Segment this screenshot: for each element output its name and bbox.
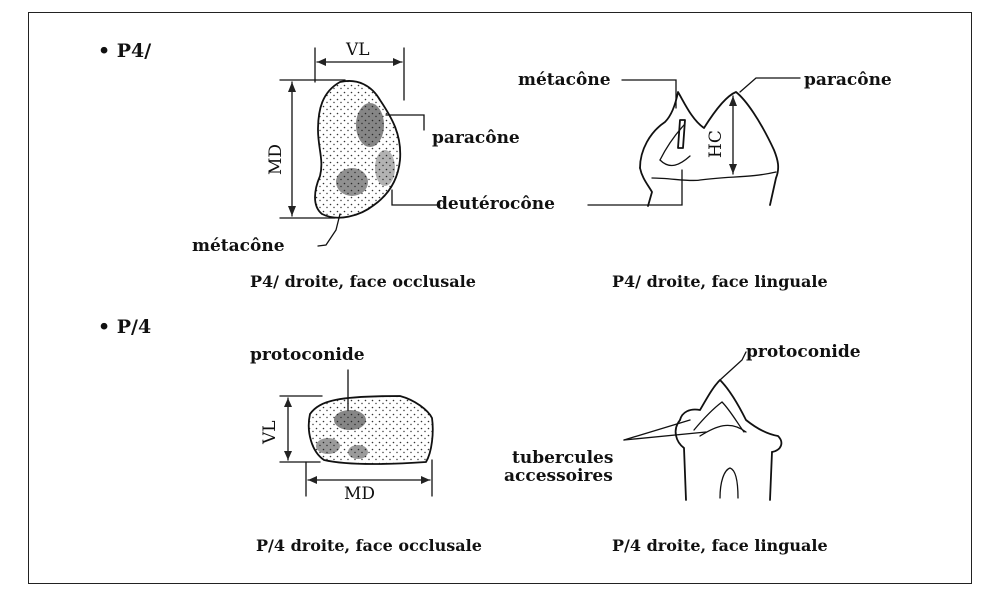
hc-arrow-top [729, 96, 737, 106]
lower-root-canal [719, 467, 739, 499]
lower-md-arrow-left [308, 476, 317, 484]
lower-dim-vl: VL [260, 420, 280, 444]
paracone-shading [356, 103, 384, 147]
lingual-label-paracone: paracône [804, 70, 892, 90]
paracone-leader [385, 114, 425, 131]
upper-label-metacone: métacône [192, 236, 285, 256]
caption-lower-occlusal: P/4 droite, face occlusale [256, 536, 482, 555]
lower-root-left [674, 419, 687, 501]
upper-cervical-line [651, 171, 777, 182]
md-arrow-bottom [288, 206, 296, 216]
lower-crown-outline [679, 379, 783, 453]
label-tubercules: tubercules [512, 448, 614, 468]
deuterocone-leader [391, 189, 441, 206]
upper-metacone-ridge [659, 124, 685, 161]
lower-vl-arrow-top [284, 398, 292, 407]
lingual-deuterocone-leader [587, 169, 683, 206]
lower-occlusal-drawing [279, 369, 434, 497]
upper-inner-ridge [659, 155, 691, 167]
metacone-shading [336, 168, 368, 196]
upper-metacone-mark [677, 119, 686, 149]
caption-upper-lingual: P4/ droite, face linguale [612, 272, 828, 291]
section-title-lower: • P/4 [98, 316, 152, 338]
lower-shading-left [316, 438, 340, 454]
tubercule-leader-1 [623, 419, 691, 441]
vl-arrow-right [393, 58, 402, 66]
protoconide-shading [334, 410, 366, 430]
upper-dim-vl: VL [346, 40, 370, 60]
lingual-label-metacone: métacône [518, 70, 611, 90]
metacone-leader [317, 213, 341, 247]
md-arrow-top [288, 82, 296, 92]
section-title-upper: • P4/ [98, 40, 152, 62]
lower-lingual-drawing [623, 351, 783, 501]
lower-protoconide-leader [719, 351, 747, 381]
lower-md-arrow-right [421, 476, 430, 484]
lower-vl-arrow-bottom [284, 451, 292, 460]
hc-arrow-bottom [729, 164, 737, 174]
lower-lingual-label-protoconide: protoconide [746, 342, 861, 362]
caption-upper-occlusal: P4/ droite, face occlusale [250, 272, 476, 291]
vl-arrow-left [317, 58, 326, 66]
upper-lingual-drawing [587, 77, 801, 207]
tubercule-leader-2 [623, 431, 707, 441]
lower-ridge-2 [699, 424, 747, 437]
lingual-paracone-leader [739, 77, 801, 93]
label-accessoires: accessoires [504, 466, 613, 486]
deuterocone-shading [375, 150, 395, 186]
upper-label-paracone: paracône [432, 128, 520, 148]
upper-tooth-outline [314, 80, 402, 219]
upper-occlusal-drawing [279, 47, 441, 247]
lower-inner-ridge [693, 401, 745, 433]
caption-lower-lingual: P/4 droite, face linguale [612, 536, 828, 555]
upper-dim-md: MD [266, 143, 286, 175]
upper-label-deuterocone: deutérocône [436, 194, 555, 214]
upper-crown-outline [639, 91, 780, 206]
lower-root-right [769, 451, 773, 501]
lingual-metacone-leader [621, 79, 677, 109]
lower-label-protoconide: protoconide [250, 345, 365, 365]
lower-shading-right [348, 445, 368, 459]
lower-dim-md: MD [344, 484, 376, 504]
upper-crown-left-base [639, 167, 653, 207]
figure-frame [28, 12, 972, 584]
lingual-dim-hc: HC [706, 130, 726, 158]
